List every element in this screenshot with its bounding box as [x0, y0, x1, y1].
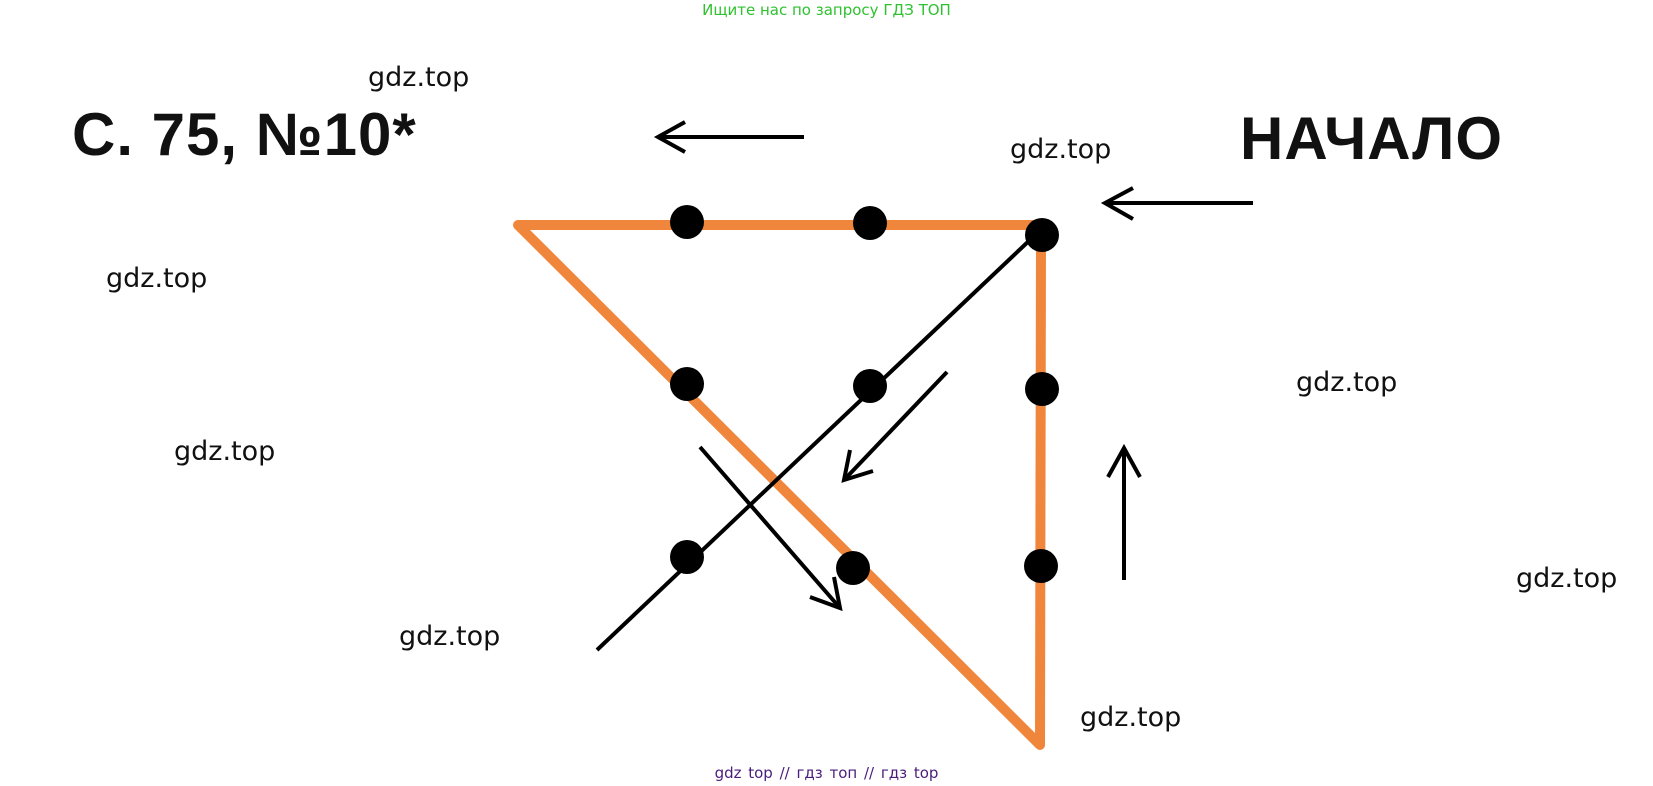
watermark: gdz.top — [1080, 702, 1182, 733]
dot — [1025, 218, 1059, 252]
dot — [670, 205, 704, 239]
arrow-down-right-icon — [698, 445, 843, 612]
dot-grid — [670, 205, 1059, 585]
watermark: gdz.top — [1296, 367, 1398, 398]
dot — [670, 367, 704, 401]
arrow-left-start-icon — [1100, 186, 1253, 221]
solution-path — [513, 220, 1047, 750]
watermark: gdz.top — [1516, 563, 1618, 594]
arrow-up-icon — [1106, 443, 1142, 580]
dot — [853, 369, 887, 403]
watermark: gdz.top — [368, 62, 470, 93]
diagonal-line — [595, 236, 1034, 652]
arrow-down-left-icon — [841, 370, 949, 483]
dot — [853, 206, 887, 240]
start-label: НАЧАЛО — [1240, 105, 1504, 172]
page-title: С. 75, №10* — [72, 101, 417, 168]
watermark: gdz.top — [174, 436, 276, 467]
watermark: gdz.top — [1010, 134, 1112, 165]
footer-banner: gdz top // гдз топ // гдз top — [714, 764, 939, 782]
watermark: gdz.top — [399, 621, 501, 652]
dot — [1024, 549, 1058, 583]
dot — [836, 551, 870, 585]
top-banner: Ищите нас по запросу ГДЗ ТОП — [702, 1, 951, 19]
dot — [670, 540, 704, 574]
watermark: gdz.top — [106, 263, 208, 294]
arrow-left-top-icon — [653, 120, 804, 154]
dot — [1025, 372, 1059, 406]
